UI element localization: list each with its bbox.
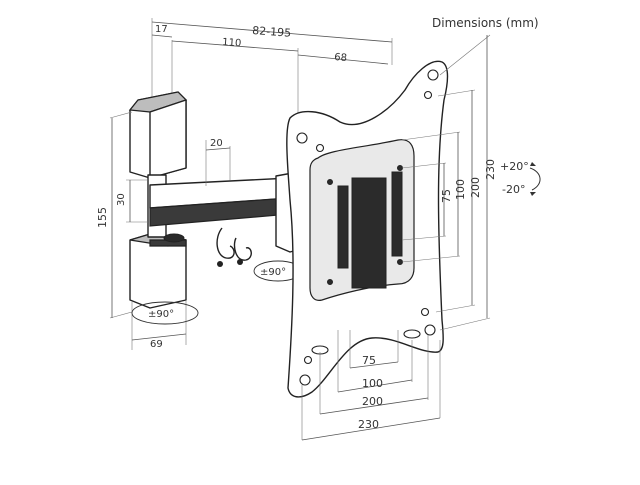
tilt-up-label: +20°: [500, 160, 529, 173]
dim-plate-label: 68: [334, 52, 348, 64]
swivel-arm-label: ±90°: [260, 267, 286, 278]
vesa-v75-label: 75: [440, 189, 453, 203]
dim-plate-line: [297, 54, 389, 65]
vesa-v100-label: 100: [454, 179, 467, 200]
swivel-wall-label: ±90°: [148, 309, 174, 320]
tilt-down-label: -20°: [502, 183, 525, 196]
dim-offset-line: [151, 34, 173, 38]
cable-hooks: [216, 227, 252, 267]
dim-offset-label: 17: [155, 24, 168, 35]
dim-wall-width-label: 69: [150, 339, 163, 350]
tilt-indicator: +20° -20°: [500, 160, 541, 196]
vesa-h200-label: 200: [362, 395, 383, 408]
top-dimension-group: 82-195 17 110 68: [151, 18, 393, 118]
vesa-vertical-dims: 230 200 100 75: [401, 34, 497, 331]
dim-overall-label: 82-195: [252, 24, 292, 40]
swivel-wall-indicator: ±90°: [131, 301, 199, 325]
vesa-v200-label: 200: [469, 177, 482, 198]
dim-wall-height-label: 155: [96, 207, 109, 228]
vesa-horizontal-dims: 75 100 200 230: [301, 330, 441, 441]
vesa-h230-label: 230: [358, 418, 379, 431]
vesa-h75-label: 75: [362, 354, 376, 367]
dim-arm-line: [171, 40, 299, 52]
vesa-plate: [286, 60, 449, 398]
dim-arm-label: 110: [222, 37, 242, 49]
dim-arm-width-label: 20: [210, 138, 223, 149]
wall-dimension-group: 155 30 69: [96, 111, 187, 350]
dim-arm-height-label: 30: [116, 193, 127, 206]
diagram-title: Dimensions (mm): [432, 16, 539, 30]
dim-overall-line: [151, 21, 393, 43]
vesa-h100-label: 100: [362, 377, 383, 390]
vesa-v230-label: 230: [484, 159, 497, 180]
